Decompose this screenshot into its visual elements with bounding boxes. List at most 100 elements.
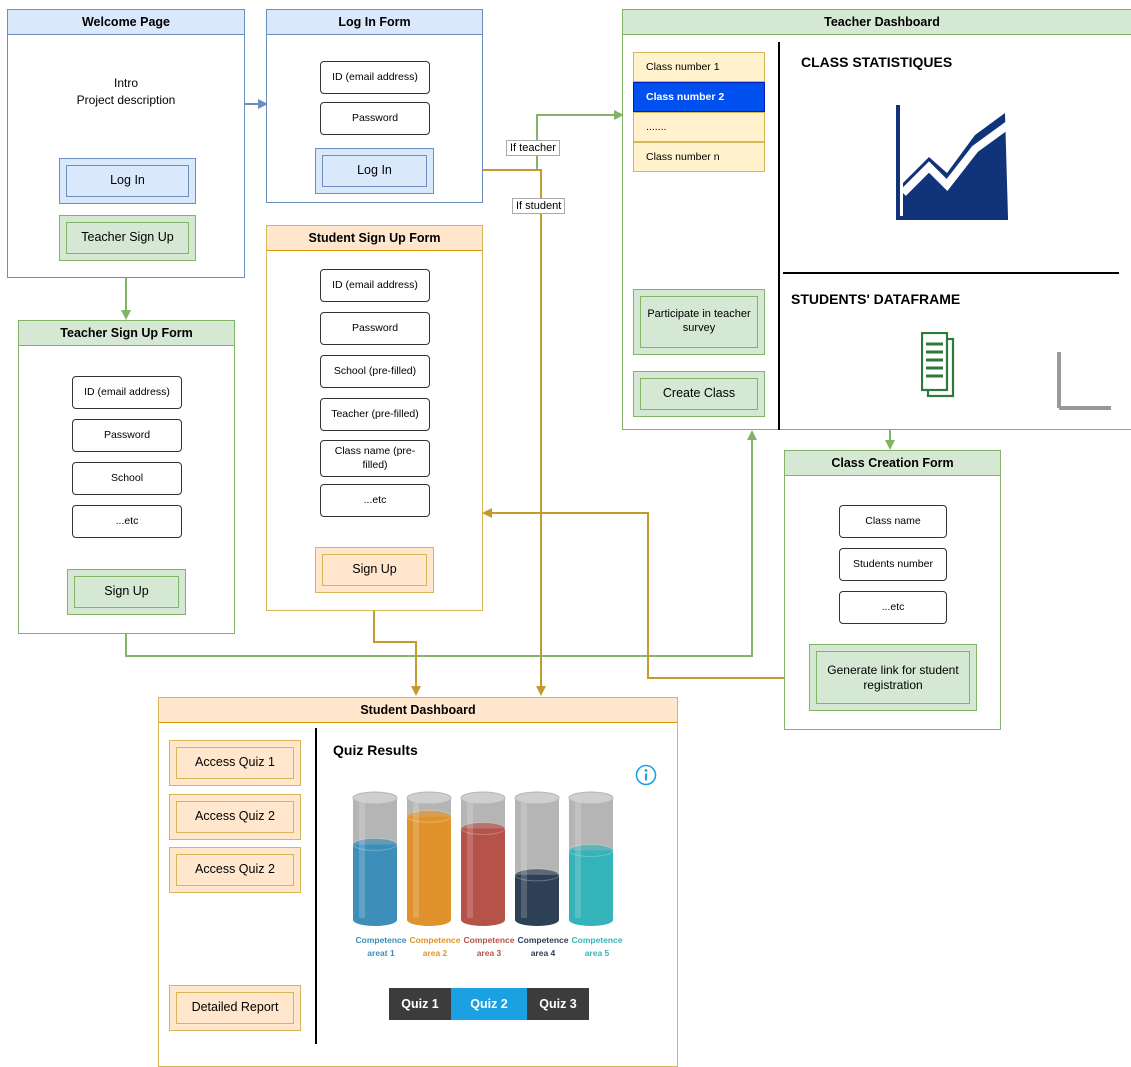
student-school-field[interactable]: School (pre-filled)	[320, 355, 430, 388]
cylinder-bar	[515, 874, 559, 920]
cylinder-bar	[569, 850, 613, 920]
access-quiz-1-button[interactable]: Access Quiz 1	[169, 740, 301, 786]
cylinder-bar	[514, 868, 560, 882]
cylinder-bar	[407, 816, 451, 920]
cylinder-bar	[353, 798, 397, 845]
cylinder-bar	[569, 798, 613, 851]
teacher-signup-button[interactable]: Teacher Sign Up	[59, 215, 196, 261]
student-teacher-field[interactable]: Teacher (pre-filled)	[320, 398, 430, 431]
generate-link-button[interactable]: Generate link for student registration	[809, 644, 977, 711]
resize-handle-horizontal	[1059, 406, 1111, 410]
login-form-panel: Log In Form ID (email address) Password …	[266, 9, 483, 203]
teacher-dashboard-panel: Teacher Dashboard Class number 1 Class n…	[622, 9, 1131, 430]
edge-teacher-signup-to-dashboard	[125, 430, 757, 657]
welcome-page-panel: Welcome Page Intro Project description L…	[7, 9, 245, 278]
teacher-signup-form-title: Teacher Sign Up Form	[19, 321, 234, 346]
tab-quiz-3[interactable]: Quiz 3	[527, 988, 589, 1020]
cylinder-bar	[514, 791, 560, 805]
cylinder-bar	[461, 914, 505, 926]
class-list-item[interactable]: Class number 1	[633, 52, 765, 82]
student-signup-submit-button[interactable]: Sign Up	[315, 547, 434, 593]
quiz-results-heading: Quiz Results	[333, 742, 418, 758]
cylinder-bar	[406, 809, 452, 823]
student-etc-field[interactable]: ...etc	[320, 484, 430, 517]
cylinder-bar	[406, 791, 452, 805]
teacher-dashboard-title: Teacher Dashboard	[623, 10, 1131, 35]
student-signup-form-title: Student Sign Up Form	[267, 226, 482, 251]
cylinder-bar	[352, 837, 398, 851]
document-icon	[921, 332, 955, 398]
student-dashboard-panel: Student Dashboard Access Quiz 1 Access Q…	[158, 697, 678, 1067]
cylinder-bar	[460, 791, 506, 805]
cylinder-bar	[575, 802, 581, 918]
class-list-item[interactable]: .......	[633, 112, 765, 142]
cylinder-bar	[359, 802, 365, 918]
teacher-signup-submit-button[interactable]: Sign Up	[67, 569, 186, 615]
access-quiz-3-button[interactable]: Access Quiz 2	[169, 847, 301, 893]
teacher-school-field[interactable]: School	[72, 462, 182, 495]
tab-quiz-2[interactable]: Quiz 2	[451, 988, 527, 1020]
intro-text: Intro	[113, 76, 138, 90]
edge-link-to-student-form	[482, 508, 808, 679]
student-password-field[interactable]: Password	[320, 312, 430, 345]
cylinder-bar	[515, 914, 559, 926]
create-class-button[interactable]: Create Class	[633, 371, 765, 417]
welcome-page-title: Welcome Page	[8, 10, 244, 35]
area-chart-icon	[896, 105, 1011, 220]
student-class-name-field[interactable]: Class name (pre-filled)	[320, 440, 430, 477]
class-creation-form-panel: Class Creation Form Class name Students …	[784, 450, 1001, 730]
cylinder-bar	[515, 798, 559, 875]
student-dashboard-divider	[315, 728, 317, 1044]
edge-student-signup-to-dashboard	[373, 593, 421, 696]
class-creation-form-title: Class Creation Form	[785, 451, 1000, 476]
cylinder-bar	[568, 791, 614, 805]
edge-label-if-student: If student	[512, 198, 566, 214]
login-password-field[interactable]: Password	[320, 102, 430, 135]
class-statistics-heading: CLASS STATISTIQUES	[801, 54, 953, 70]
teacher-id-field[interactable]: ID (email address)	[72, 376, 182, 409]
student-signup-form-panel: Student Sign Up Form ID (email address) …	[266, 225, 483, 611]
cylinder-bar	[353, 844, 397, 920]
students-dataframe-heading: STUDENTS' DATAFRAME	[791, 291, 961, 307]
cylinder-bar	[569, 914, 613, 926]
teacher-etc-field[interactable]: ...etc	[72, 505, 182, 538]
student-id-field[interactable]: ID (email address)	[320, 269, 430, 302]
cylinder-bar	[568, 843, 614, 857]
quiz-tab-bar: Quiz 1 Quiz 2 Quiz 3	[389, 988, 589, 1020]
teacher-signup-form-panel: Teacher Sign Up Form ID (email address) …	[18, 320, 235, 634]
detailed-report-button[interactable]: Detailed Report	[169, 985, 301, 1031]
tab-quiz-1[interactable]: Quiz 1	[389, 988, 451, 1020]
login-form-title: Log In Form	[267, 10, 482, 35]
login-id-field[interactable]: ID (email address)	[320, 61, 430, 94]
class-etc-field[interactable]: ...etc	[839, 591, 947, 624]
login-button[interactable]: Log In	[59, 158, 196, 204]
dashboard-divider-vertical	[778, 42, 780, 430]
class-list-item-selected[interactable]: Class number 2	[633, 82, 765, 112]
project-description-text: Project description	[76, 93, 176, 107]
cylinder-bar	[413, 802, 419, 918]
cylinder-bar	[461, 828, 505, 920]
quiz-results-chart	[352, 791, 614, 926]
teacher-password-field[interactable]: Password	[72, 419, 182, 452]
edge-label-if-teacher: If teacher	[506, 140, 560, 156]
class-list-item[interactable]: Class number n	[633, 142, 765, 172]
cylinder-bar	[353, 914, 397, 926]
access-quiz-2-button[interactable]: Access Quiz 2	[169, 794, 301, 840]
cylinder-bar	[352, 791, 398, 805]
student-dashboard-title: Student Dashboard	[159, 698, 677, 723]
teacher-survey-button[interactable]: Participate in teacher survey	[633, 289, 765, 355]
login-submit-button[interactable]: Log In	[315, 148, 434, 194]
class-name-field[interactable]: Class name	[839, 505, 947, 538]
cylinder-bar	[460, 822, 506, 835]
students-number-field[interactable]: Students number	[839, 548, 947, 581]
cylinder-bar	[521, 802, 527, 918]
dashboard-divider-horizontal	[783, 272, 1119, 274]
cylinder-bar	[467, 802, 473, 918]
info-icon[interactable]	[635, 764, 657, 786]
cylinder-bar	[407, 914, 451, 926]
